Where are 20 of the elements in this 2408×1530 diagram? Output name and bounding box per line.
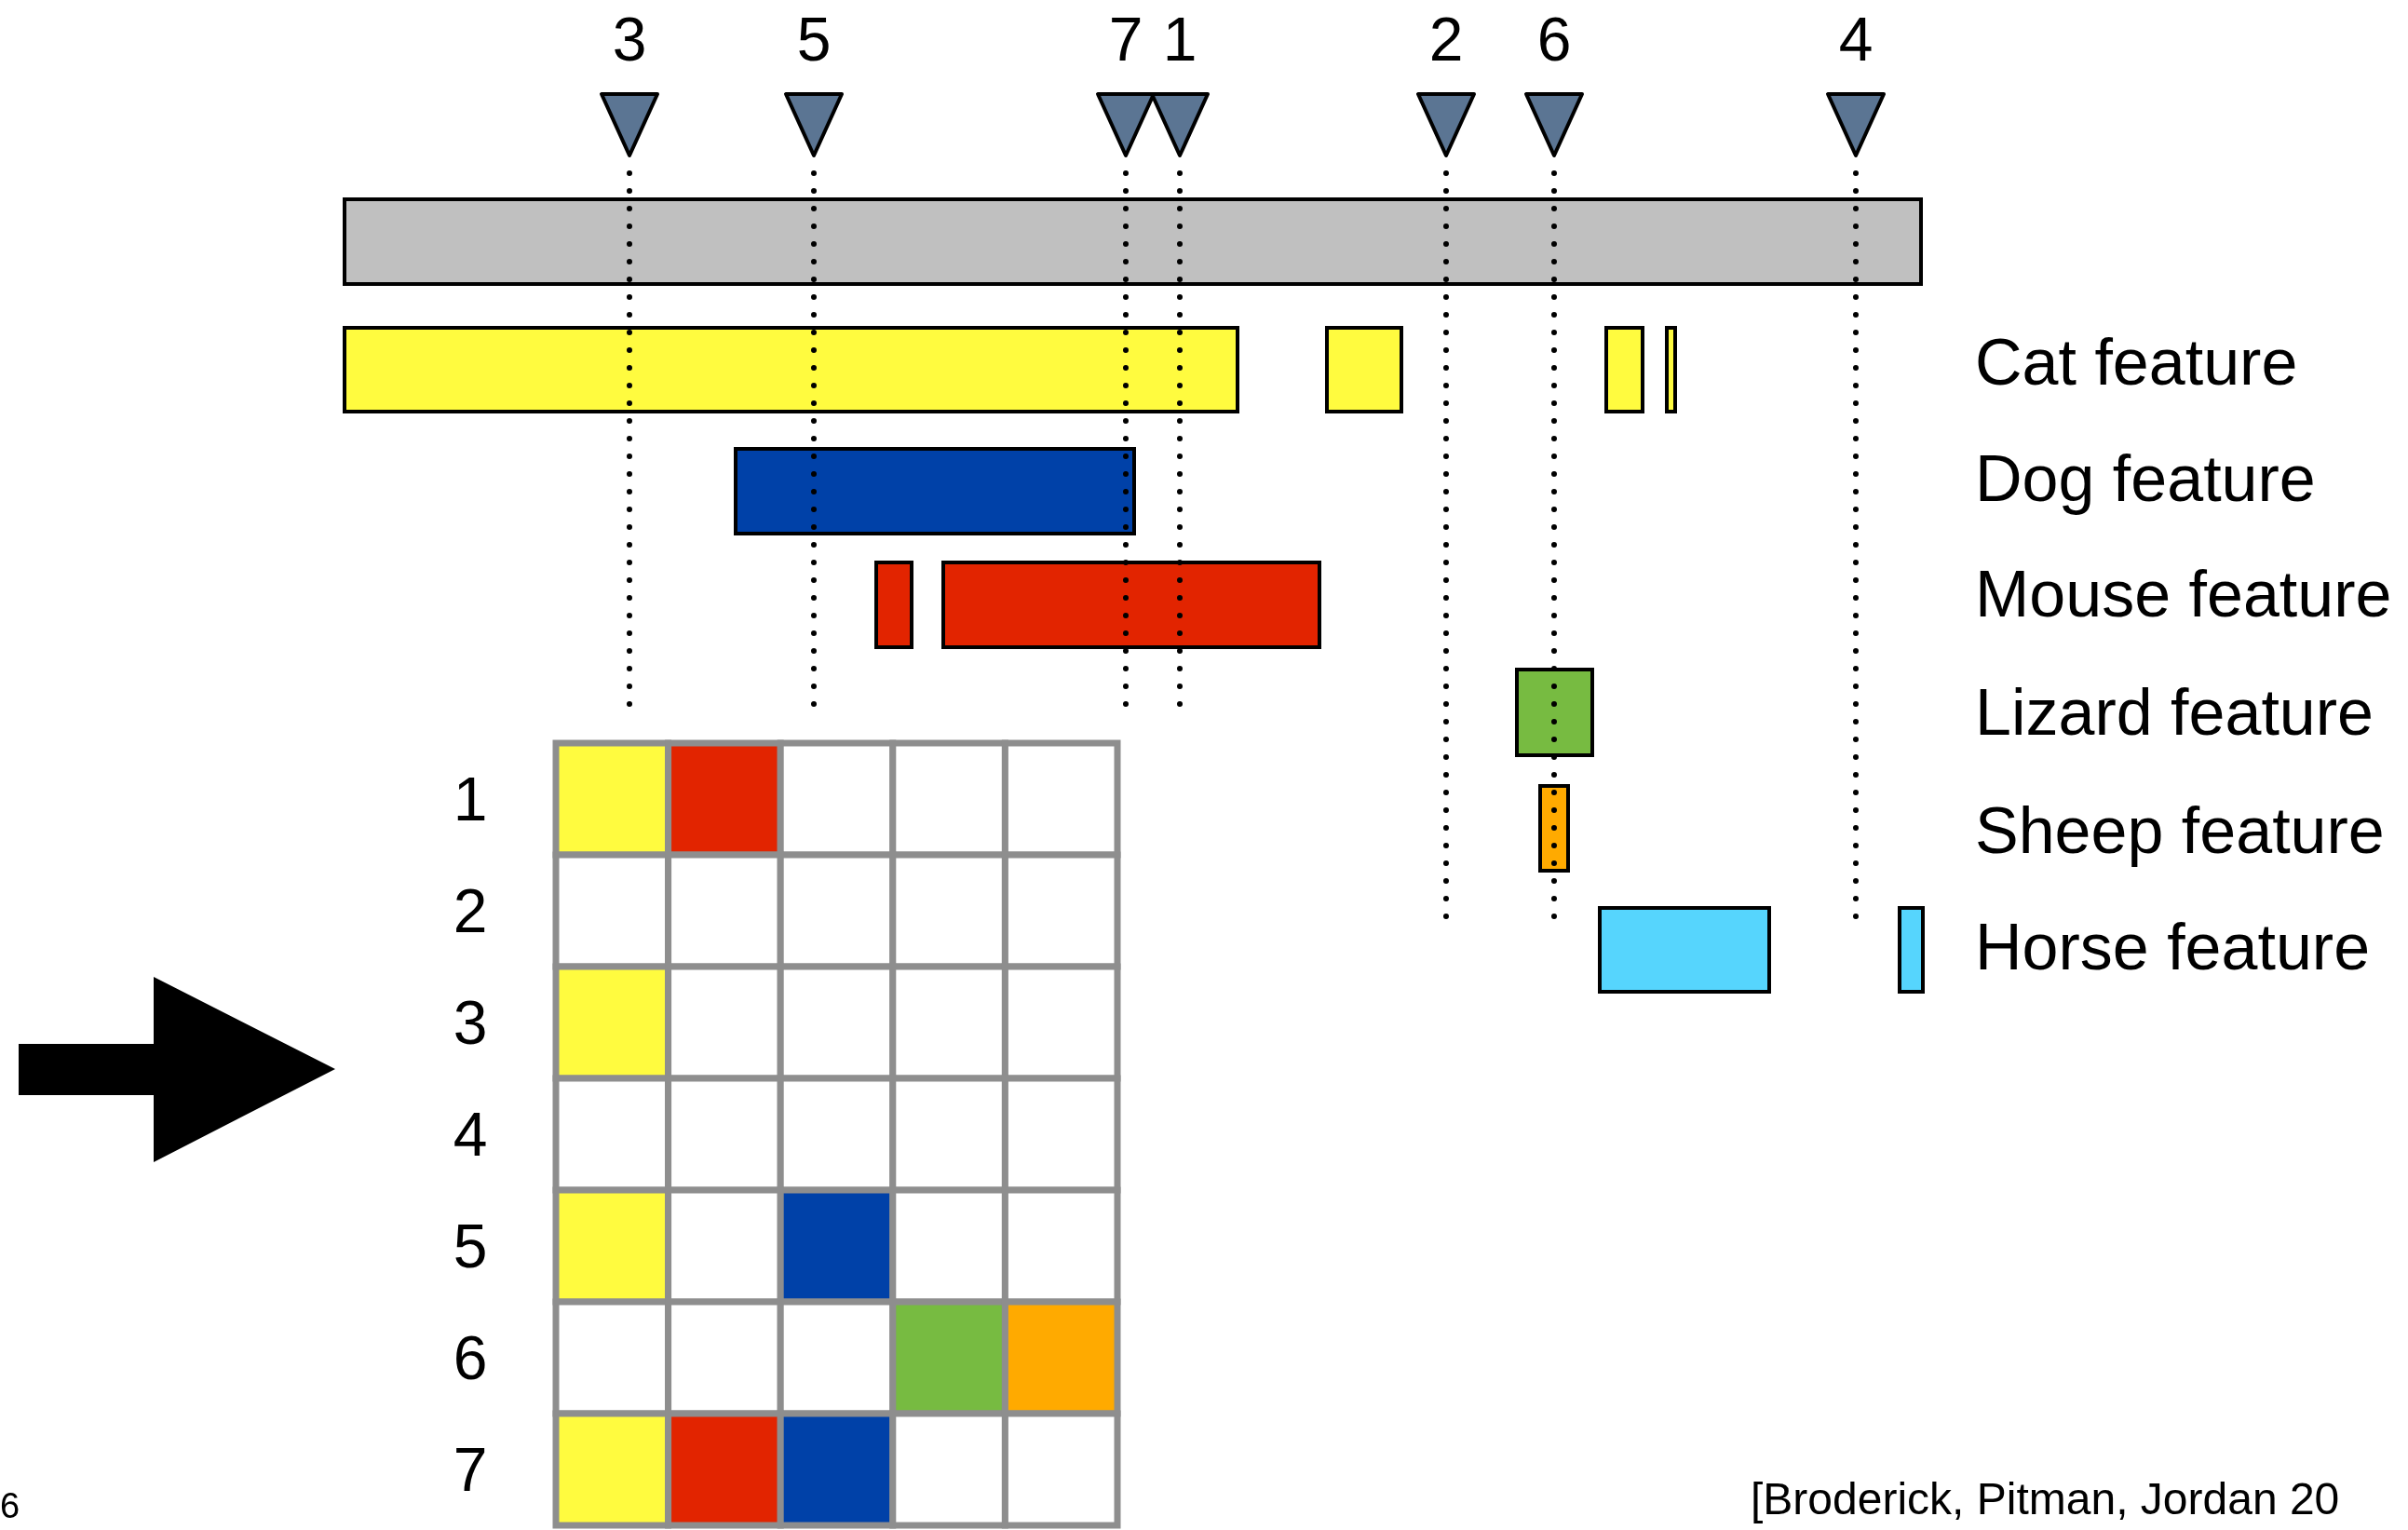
marker-number: 3 — [612, 8, 647, 70]
feature-label: Mouse feature — [1975, 562, 2392, 627]
feature-label: Horse feature — [1975, 914, 2371, 980]
row-number: 3 — [453, 992, 488, 1053]
feature-label: Cat feature — [1975, 330, 2298, 395]
page-number: 6 — [0, 1488, 20, 1523]
marker-number: 7 — [1108, 8, 1143, 70]
marker-number: 6 — [1536, 8, 1572, 70]
feature-label: Lizard feature — [1975, 680, 2374, 745]
marker-number: 2 — [1428, 8, 1464, 70]
marker-number: 5 — [796, 8, 832, 70]
row-number: 1 — [453, 768, 488, 830]
row-number: 2 — [453, 880, 488, 941]
citation: [Broderick, Pitman, Jordan 20 — [1751, 1477, 2340, 1522]
marker-number: 1 — [1162, 8, 1197, 70]
row-number: 5 — [453, 1215, 488, 1277]
row-number: 4 — [453, 1103, 488, 1165]
marker-number: 4 — [1838, 8, 1874, 70]
row-number: 7 — [453, 1439, 488, 1500]
row-number: 6 — [453, 1327, 488, 1388]
